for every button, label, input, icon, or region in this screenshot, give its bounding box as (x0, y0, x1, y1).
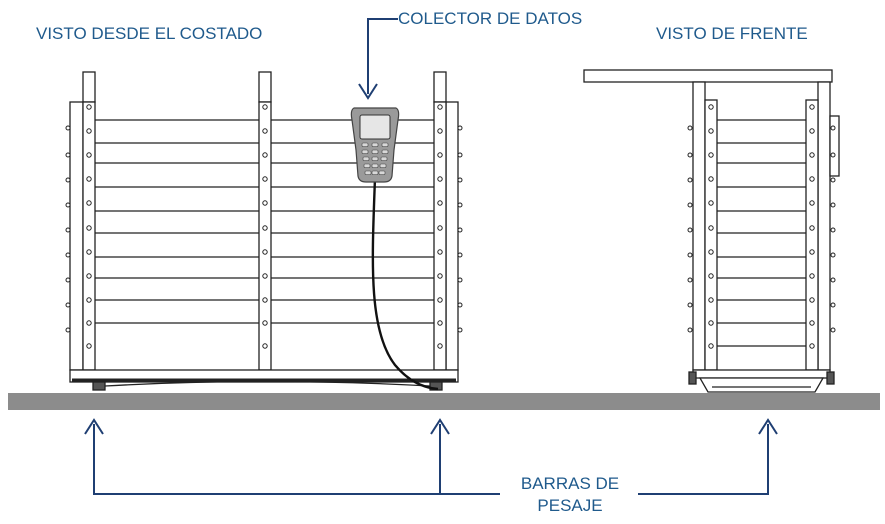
ground-floor (8, 393, 880, 410)
front-view-crate (583, 69, 840, 393)
side-view-bolts (65, 104, 463, 349)
data-collector-label: COLECTOR DE DATOS (398, 9, 583, 28)
arrow-up-icon (84, 418, 104, 435)
weigh-bars-label-line2: PESAJE (537, 496, 603, 515)
weigh-bars-callout (93, 424, 769, 495)
collector-cable (371, 177, 439, 391)
front-view-label: VISTO DE FRENTE (656, 24, 808, 43)
arrow-up-icon (430, 418, 450, 435)
arrow-down-icon (358, 83, 378, 100)
side-view-crate (69, 71, 459, 391)
side-view-label: VISTO DESDE EL COSTADO (36, 24, 263, 43)
arrow-up-icon (758, 418, 778, 435)
collector-callout (367, 18, 398, 94)
data-collector-icon (350, 107, 400, 183)
front-view-bolts (687, 104, 836, 349)
weigh-bars-label-line1: BARRAS DE (520, 474, 620, 493)
